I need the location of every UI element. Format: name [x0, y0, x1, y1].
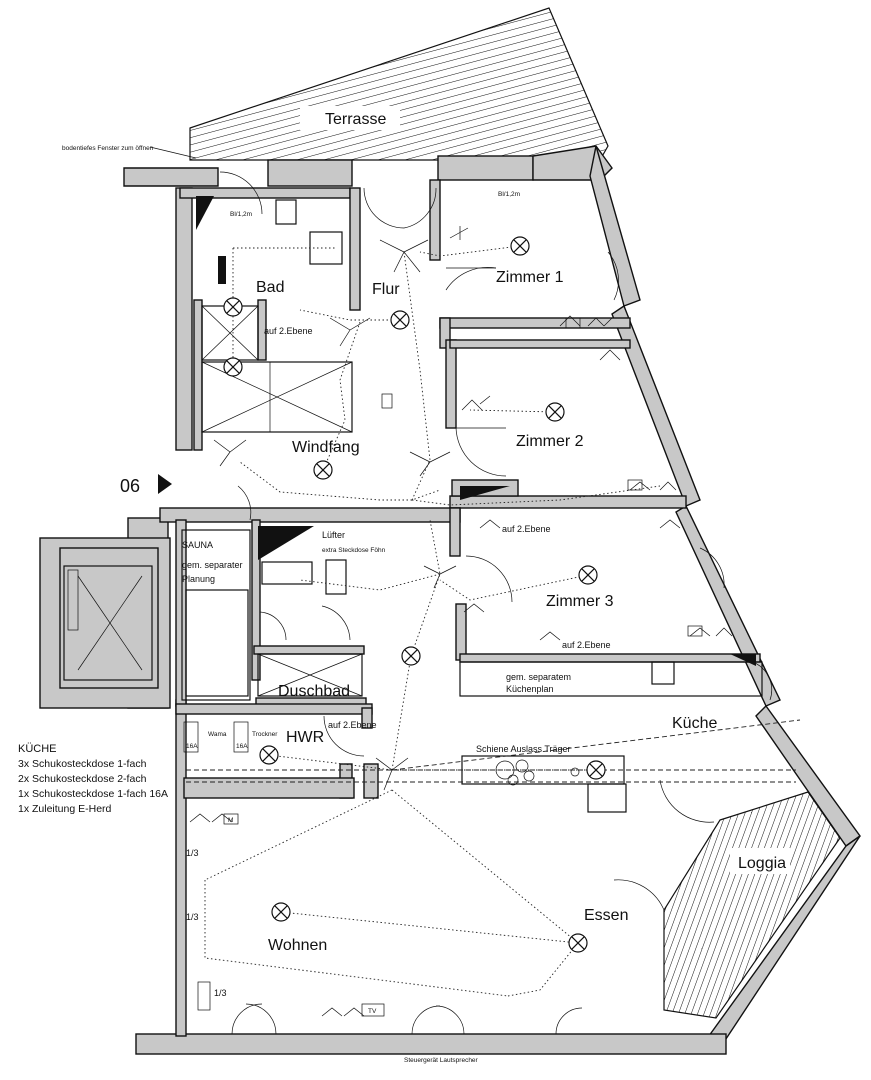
legend-item: 1x Zuleitung E-Herd	[18, 803, 112, 815]
ceiling-light-icon	[223, 357, 243, 377]
ceiling-light-icon	[313, 460, 333, 480]
annotations: SAUNA gem. separater Planung Lüfter extr…	[182, 191, 611, 1064]
legend-title: KÜCHE	[18, 743, 57, 755]
ceiling-light-icon	[578, 565, 598, 585]
ebene-hwr: auf 2.Ebene	[328, 720, 377, 730]
window-note: bodentiefes Fenster zum öffnen	[62, 145, 154, 152]
socket-bad: Bl/1,2m	[230, 211, 252, 218]
room-flur: Flur	[372, 281, 400, 298]
ebene-z2: auf 2.Ebene	[502, 524, 551, 534]
wm-label-2: 16A	[236, 743, 248, 750]
wiring	[204, 245, 661, 997]
sauna-label-1: SAUNA	[182, 540, 213, 550]
room-loggia: Loggia	[738, 855, 786, 872]
ceiling-light-icon	[271, 902, 291, 922]
wm-label-2b: Trockner	[252, 731, 278, 738]
socket-symbols	[183, 315, 733, 1017]
doors	[219, 171, 773, 1035]
switch-symbols	[213, 226, 469, 791]
room-duschbad: Duschbad	[278, 683, 350, 700]
ceiling-light-icon	[568, 933, 588, 953]
room-hwr: HWR	[286, 729, 324, 746]
kitchen-legend: KÜCHE 3x Schukosteckdose 1-fach 2x Schuk…	[18, 742, 188, 817]
room-labels: Bad Flur Zimmer 1 Zimmer 2 Windfang Zimm…	[256, 269, 786, 954]
legend-item: 3x Schukosteckdose 1-fach	[18, 758, 147, 770]
ceiling-light-icon	[259, 745, 279, 765]
ceiling-light-icon	[586, 760, 606, 780]
elevator-shaft	[63, 565, 153, 681]
legend-item: 2x Schukosteckdose 2-fach	[18, 773, 147, 785]
tv-label: TV	[368, 1008, 377, 1015]
fraction-1: 1/3	[186, 848, 199, 858]
kuechenplan-2: Küchenplan	[506, 684, 554, 694]
entrance-arrow-icon	[158, 474, 172, 494]
wm-label-1: 16A	[186, 743, 198, 750]
terrace-label: Terrasse	[325, 111, 386, 128]
luefter-note: extra Steckdose Föhn	[322, 547, 386, 554]
ceiling-light-icon	[545, 402, 565, 422]
fraction-2: 1/3	[186, 912, 199, 922]
terrace-area	[189, 7, 609, 161]
entrance-marker: 06	[120, 474, 172, 496]
wm-label-1b: Wama	[208, 731, 227, 738]
room-wohnen: Wohnen	[268, 937, 327, 954]
room-zimmer3: Zimmer 3	[546, 593, 614, 610]
steuergeraet-label: Steuergerät Lautsprecher	[404, 1057, 479, 1064]
ebene-bad: auf 2.Ebene	[264, 326, 313, 336]
sauna-label-2: gem. separater	[182, 560, 243, 570]
fraction-3: 1/3	[214, 988, 227, 998]
room-zimmer1: Zimmer 1	[496, 269, 564, 286]
room-windfang: Windfang	[292, 439, 360, 456]
kuechenplan-1: gem. separatem	[506, 672, 571, 682]
window-note-leader	[149, 146, 197, 159]
socket-z1: Bl/1,2m	[498, 191, 520, 198]
luefter-label: Lüfter	[322, 530, 345, 540]
room-essen: Essen	[584, 907, 628, 924]
room-kueche: Küche	[672, 715, 717, 732]
m-label: M	[228, 817, 233, 824]
legend-item: 1x Schukosteckdose 1-fach 16A	[18, 788, 169, 800]
bath-fixtures	[181, 196, 756, 701]
interior-walls	[159, 179, 761, 799]
entrance-number: 06	[120, 476, 140, 496]
ceiling-rails	[186, 719, 801, 783]
sauna-label-3: Planung	[182, 574, 215, 584]
room-bad: Bad	[256, 279, 284, 296]
ceiling-light-icon	[510, 236, 530, 256]
schiene-label: Schiene Auslass Träger	[476, 744, 571, 754]
ceiling-light-icon	[401, 646, 421, 666]
ceiling-light-icon	[223, 297, 243, 317]
kitchen-counter	[459, 661, 763, 813]
room-zimmer2: Zimmer 2	[516, 433, 584, 450]
ceiling-light-icon	[390, 310, 410, 330]
ebene-z3: auf 2.Ebene	[562, 640, 611, 650]
